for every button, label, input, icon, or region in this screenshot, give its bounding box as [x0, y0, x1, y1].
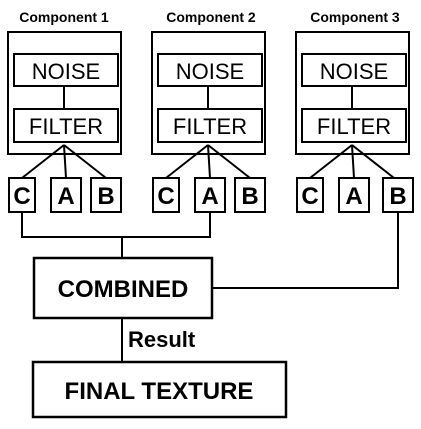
noise-box	[301, 53, 407, 87]
channel-b-box	[90, 177, 122, 213]
connector-bus-c1-a2	[21, 212, 211, 238]
noise-box	[157, 53, 263, 87]
channel-c-box	[8, 177, 36, 213]
filter-label: FILTER	[29, 114, 103, 139]
channel-a-box	[194, 177, 226, 213]
channel-a-label: A	[345, 183, 362, 210]
filter-box	[13, 108, 119, 143]
channel-c-box	[296, 177, 324, 213]
filter-label: FILTER	[173, 114, 247, 139]
noise-label: NOISE	[320, 59, 388, 84]
result-label: Result	[128, 327, 196, 352]
final-texture-node: FINAL TEXTURE	[31, 360, 288, 419]
component-title: Component 3	[310, 9, 400, 25]
filter-box	[301, 108, 407, 143]
channel-a-box	[50, 177, 82, 213]
component-frame	[295, 31, 410, 155]
component-1: Component 1 NOISE FILTER C A B	[7, 9, 122, 213]
connectors	[21, 86, 399, 362]
channel-c-label: C	[157, 183, 174, 210]
combined-node: COMBINED	[32, 256, 214, 320]
channel-c-box	[152, 177, 180, 213]
channel-b-label: B	[97, 183, 114, 210]
component-2: Component 2 NOISE FILTER C A B	[151, 9, 266, 213]
connector-fanout-3	[309, 144, 395, 179]
final-texture-box	[31, 360, 288, 419]
final-texture-label: FINAL TEXTURE	[65, 378, 254, 405]
channel-c-label: C	[301, 183, 318, 210]
component-frame	[7, 31, 122, 155]
component-frame	[151, 31, 266, 155]
channel-b-box	[234, 177, 266, 213]
channel-b-label: B	[241, 183, 258, 210]
channel-b-label: B	[389, 183, 406, 210]
connector-fanout-2	[165, 144, 251, 179]
channel-c-label: C	[13, 183, 30, 210]
connector-fanout-1	[21, 144, 107, 179]
component-title: Component 1	[19, 9, 109, 25]
combined-label: COMBINED	[58, 276, 189, 303]
channel-a-label: A	[57, 183, 74, 210]
channel-b-box	[382, 177, 414, 213]
noise-box	[13, 53, 119, 87]
noise-label: NOISE	[176, 59, 244, 84]
filter-box	[157, 108, 263, 143]
noise-label: NOISE	[32, 59, 100, 84]
channel-a-label: A	[201, 183, 218, 210]
connector-b3-to-combined	[213, 212, 399, 289]
channel-a-box	[338, 177, 370, 213]
component-3: Component 3 NOISE FILTER C A B	[295, 9, 414, 213]
component-title: Component 2	[166, 9, 256, 25]
combined-box	[32, 256, 214, 320]
filter-label: FILTER	[317, 114, 391, 139]
